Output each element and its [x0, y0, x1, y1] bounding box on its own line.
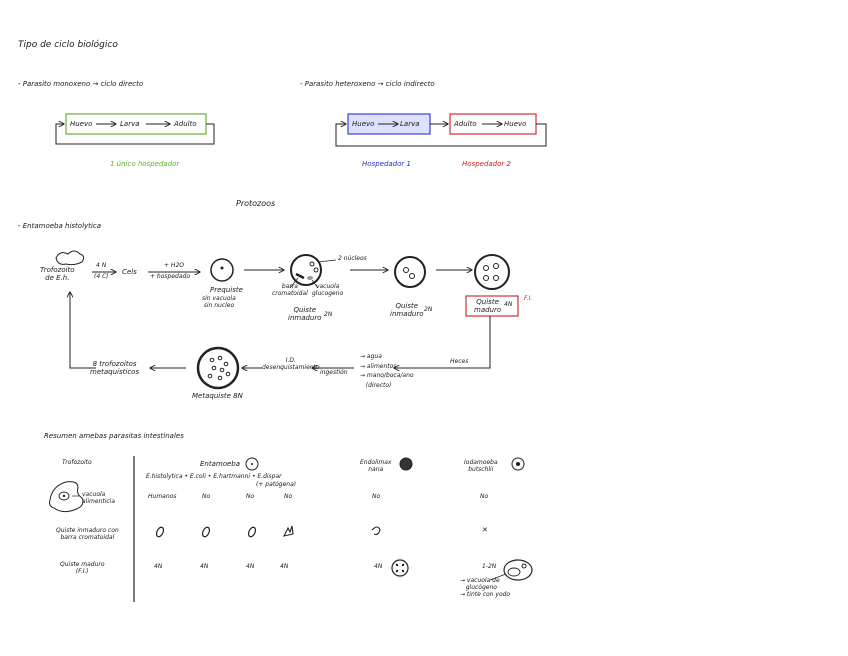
arrow1-bottom: (4 C) — [94, 273, 109, 280]
heteroxeno-larva: Larva — [400, 120, 420, 128]
ingestion-label: ingestión — [320, 369, 348, 376]
table-heading: Resumen amebas parasitas intestinales — [44, 432, 184, 440]
quiste2-label: Quiste inmaduro — [390, 302, 424, 319]
cells-label: Cels — [122, 268, 137, 276]
quiste3-label: Quiste maduro — [474, 298, 502, 315]
row-header-quiste-inmaduro: Quiste inmaduro con barra cromatoidal — [56, 527, 119, 541]
prequiste-note: sin vacuola sin nucleo — [202, 295, 236, 309]
trof-cell-1: Humanos — [148, 493, 177, 500]
monoxeno-adulto: Adulto — [174, 120, 197, 128]
monoxeno-cycle — [55, 113, 215, 145]
metaquiste-cell — [196, 346, 240, 390]
nucleos-label: 2 núcleos — [338, 255, 367, 262]
section-title: Protozoos — [236, 199, 276, 208]
arrow2-top: + H2O — [164, 262, 184, 269]
maduro-cell-1: 4N — [154, 563, 163, 570]
quiste-cell-6: ✕ — [482, 526, 488, 534]
metaquiste-label: Metaquiste 8N — [192, 392, 243, 400]
heces-label: Heces — [450, 358, 469, 365]
barra-label: barra cromatoidal — [272, 283, 308, 297]
trof-cell-6: No — [480, 493, 489, 500]
iodamoeba-note: → vacuola de glucógeno → tinte con yodo — [460, 577, 511, 598]
trofozoitos-meta-label: 8 trofozoitos metaquísticos — [90, 360, 140, 377]
histolytica-cycle — [55, 250, 519, 390]
vacuola-label: vacuola glucogeno — [312, 283, 344, 297]
monoxeno-huevo: Huevo — [70, 120, 93, 128]
trof-cell-2: No — [202, 493, 211, 500]
heteroxeno-host1-label: Hospedador 1 — [362, 160, 411, 168]
prequiste-label: Prequiste — [210, 286, 243, 294]
quiste1-n: 2N — [324, 311, 333, 318]
quiste-inmaduro-cell-1 — [290, 254, 322, 286]
maduro-cell-4: 4N — [280, 563, 289, 570]
desenquistamiento-label: I.D. desenquistamiento — [262, 357, 320, 371]
amebas-table — [49, 456, 533, 602]
monoxeno-heading: - Parasito monoxeno → ciclo directo — [18, 80, 144, 88]
trof-cell-5: No — [372, 493, 381, 500]
row-header-trofozoito: Trofozoito — [62, 459, 92, 466]
vias-list: → agua → alimentos → mano/boca/ano (dire… — [360, 353, 414, 389]
quiste-maduro-cell — [474, 254, 510, 290]
species-note: (+ patógena) — [256, 481, 297, 488]
heteroxeno-host2-label: Hospedador 2 — [462, 160, 511, 168]
prequiste-cell — [210, 258, 234, 282]
quiste1-label: Quiste inmaduro — [288, 306, 322, 323]
heteroxeno-huevo: Huevo — [352, 120, 375, 128]
maduro-cell-6: 1-2N — [482, 563, 497, 570]
col-entamoeba: Entamoeba — [200, 460, 241, 468]
heteroxeno-huevo-2: Huevo — [504, 120, 527, 128]
trof-cell-4: No — [284, 493, 293, 500]
heteroxeno-heading: - Parasito heteroxeno → ciclo indirecto — [300, 80, 435, 88]
trof-cell-3: No — [246, 493, 255, 500]
species-list: E.histolytica • E.coli • E.hartmanni • E… — [146, 473, 282, 480]
trofozoito-label: Trofozoito de E.h. — [40, 266, 75, 283]
heteroxeno-adulto: Adulto — [454, 120, 477, 128]
quiste3-mark: F.I. — [524, 295, 533, 302]
heteroxeno-cycle — [335, 113, 547, 147]
quiste2-n: 2N — [424, 306, 433, 313]
arrow1-top: 4 N — [96, 262, 107, 269]
vacuola-alimenticia-label: vacuola alimenticia — [82, 491, 116, 505]
monoxeno-host-label: 1 único hospedador — [110, 160, 180, 168]
quiste-inmaduro-cell-2 — [394, 256, 426, 288]
maduro-cell-3: 4N — [246, 563, 255, 570]
monoxeno-larva: Larva — [120, 120, 140, 128]
maduro-cell-5: 4N — [374, 563, 383, 570]
col-iodamoeba: Iodamoeba butschlii — [464, 459, 498, 473]
quiste3-n: 4N — [504, 301, 513, 308]
col-endolimax: Endolimax nana — [360, 459, 392, 473]
maduro-cell-2: 4N — [200, 563, 209, 570]
histolytica-heading: - Entamoeba histolytica — [18, 222, 101, 230]
page-title: Tipo de ciclo biológico — [18, 40, 118, 50]
row-header-quiste-maduro: Quiste maduro (F.I.) — [60, 561, 105, 575]
arrow2-bottom: + hospedado — [150, 273, 190, 280]
